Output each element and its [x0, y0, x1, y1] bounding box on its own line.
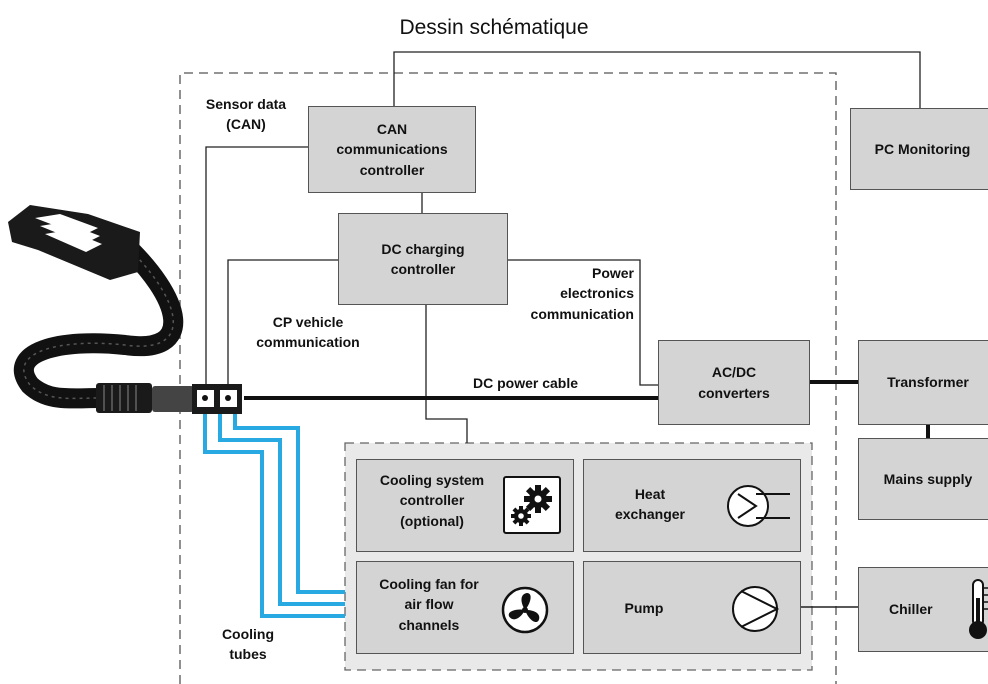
line-dc-to-cooling — [425, 305, 468, 443]
pump: Pump — [583, 561, 801, 654]
heat-exchanger-icon — [727, 485, 790, 527]
pc-monitoring-label: PC Monitoring — [874, 140, 971, 157]
label-dc-power-cable: DC power cable — [473, 375, 579, 391]
label-sensor-data: Sensor data (CAN) — [205, 96, 287, 133]
heat-exchanger: Heat exchanger — [583, 459, 801, 552]
acdc-converters: AC/DC converters — [658, 340, 810, 425]
heat-exchanger-label: Heat exchanger — [614, 486, 686, 523]
fan-icon — [501, 586, 549, 634]
can-communications-controller: CAN communications controller — [308, 106, 476, 193]
dc-charging-controller: DC charging controller — [338, 213, 508, 305]
cooling-system-controller-label: Cooling system controller (optional) — [379, 472, 485, 529]
acdc-converters-label: AC/DC converters — [698, 364, 770, 401]
can-controller-label: CAN communications controller — [336, 121, 448, 178]
dc-charging-controller-label: DC charging controller — [381, 240, 465, 277]
thermometer-icon — [969, 579, 988, 639]
line-cp-vehicle — [227, 259, 338, 386]
mains-supply: Mains supply — [858, 438, 988, 520]
chiller-label: Chiller — [889, 601, 933, 618]
transformer-label: Transformer — [887, 374, 969, 391]
cooling-system-controller: Cooling system controller (optional) — [356, 459, 574, 552]
transformer: Transformer — [858, 340, 988, 425]
pump-icon — [732, 586, 780, 632]
label-cooling-tubes: Cooling tubes — [221, 626, 275, 663]
ev-charging-connector-icon — [8, 205, 242, 414]
diagram-title: Dessin schématique — [399, 16, 589, 39]
line-can-to-pc — [393, 51, 921, 108]
label-power-electronics: Power electronics communication — [530, 265, 634, 322]
station-boundary — [179, 72, 837, 684]
cooling-fan-label: Cooling fan for air flow channels — [379, 576, 479, 633]
cooling-fan: Cooling fan for air flow channels — [356, 561, 574, 654]
label-cp-vehicle: CP vehicle communication — [256, 314, 360, 351]
line-power-electronics — [508, 259, 658, 386]
cooling-tubes — [203, 413, 345, 618]
mains-supply-label: Mains supply — [883, 470, 973, 487]
pump-label: Pump — [624, 600, 664, 616]
pc-monitoring: PC Monitoring — [850, 108, 988, 190]
gears-icon — [503, 476, 561, 534]
chiller: Chiller — [858, 567, 988, 652]
line-sensor-data — [205, 146, 308, 393]
